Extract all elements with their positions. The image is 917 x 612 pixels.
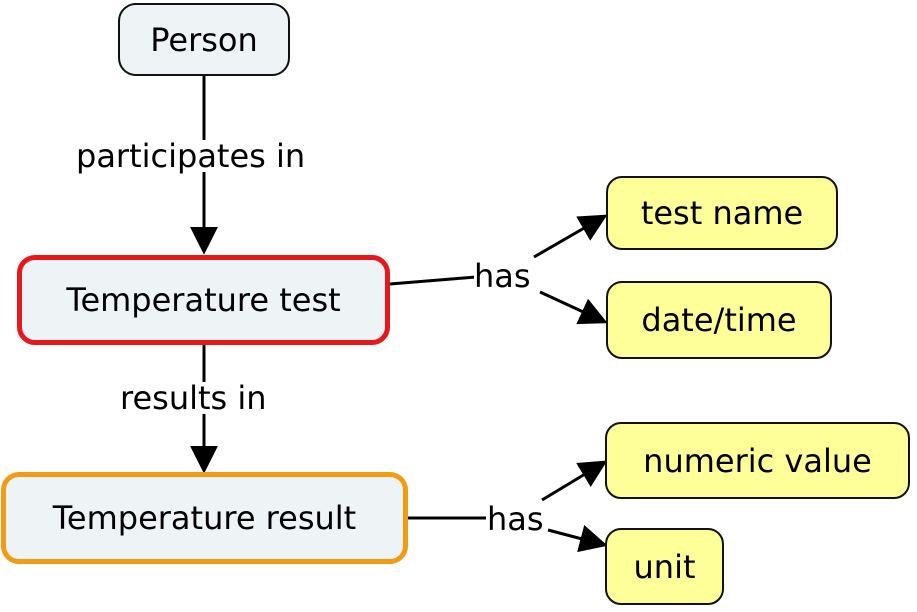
- label-result-has: has: [487, 500, 544, 538]
- link-has-test-name: [533, 214, 608, 259]
- link-has-numeric-value: [541, 460, 608, 502]
- node-date-time[interactable]: date/time: [606, 281, 832, 359]
- node-test-name[interactable]: test name: [606, 176, 838, 250]
- node-temperature-result[interactable]: Temperature result: [1, 472, 408, 564]
- node-temperature-test[interactable]: Temperature test: [17, 255, 390, 345]
- node-numeric-value[interactable]: numeric value: [605, 422, 910, 499]
- link-has-unit: [547, 525, 608, 553]
- label-results-in: results in: [120, 379, 267, 417]
- label-test-has: has: [474, 257, 531, 295]
- node-unit[interactable]: unit: [605, 528, 724, 605]
- label-participates-in: participates in: [76, 137, 306, 175]
- node-person[interactable]: Person: [118, 3, 290, 76]
- link-has-date-time: [539, 290, 608, 325]
- link-test-has-stem: [389, 275, 477, 286]
